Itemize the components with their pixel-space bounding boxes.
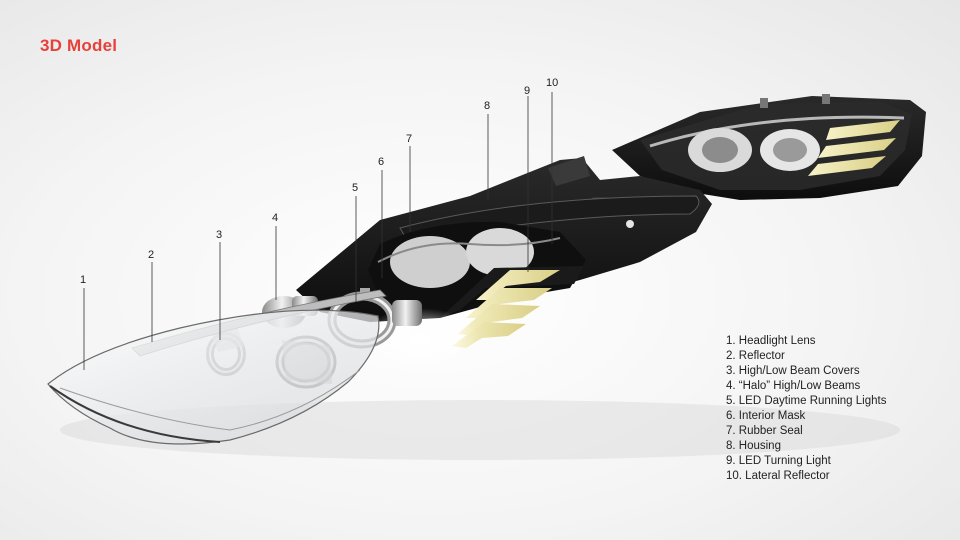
callout-8: 8 [484,100,490,112]
legend-item: 8. Housing [726,440,781,452]
callout-10: 10 [546,77,558,89]
legend-item: 4. “Halo” High/Low Beams [726,380,861,392]
callout-9: 9 [524,85,530,97]
legend-item: 7. Rubber Seal [726,425,803,437]
legend-item: 2. Reflector [726,350,785,362]
callout-5: 5 [352,182,358,194]
legend-item: 3. High/Low Beam Covers [726,365,860,377]
page-title: 3D Model [40,36,118,55]
callout-7: 7 [406,133,412,145]
legend-item: 9. LED Turning Light [726,455,831,467]
parts-legend: 1. Headlight Lens 2. Reflector 3. High/L… [726,334,886,484]
legend-item: 1. Headlight Lens [726,335,816,347]
headlight-lens [47,309,380,445]
interior-mask [368,221,586,310]
legend-item: 10. Lateral Reflector [726,470,830,482]
callout-6: 6 [378,156,384,168]
callout-1: 1 [80,274,86,286]
leader-lines [83,92,553,370]
callout-4: 4 [272,212,278,224]
callout-2: 2 [148,249,154,261]
legend-item: 6. Interior Mask [726,410,806,422]
rear-headlight-assembly [612,94,926,200]
legend-item: 5. LED Daytime Running Lights [726,395,887,407]
callout-3: 3 [216,229,222,241]
